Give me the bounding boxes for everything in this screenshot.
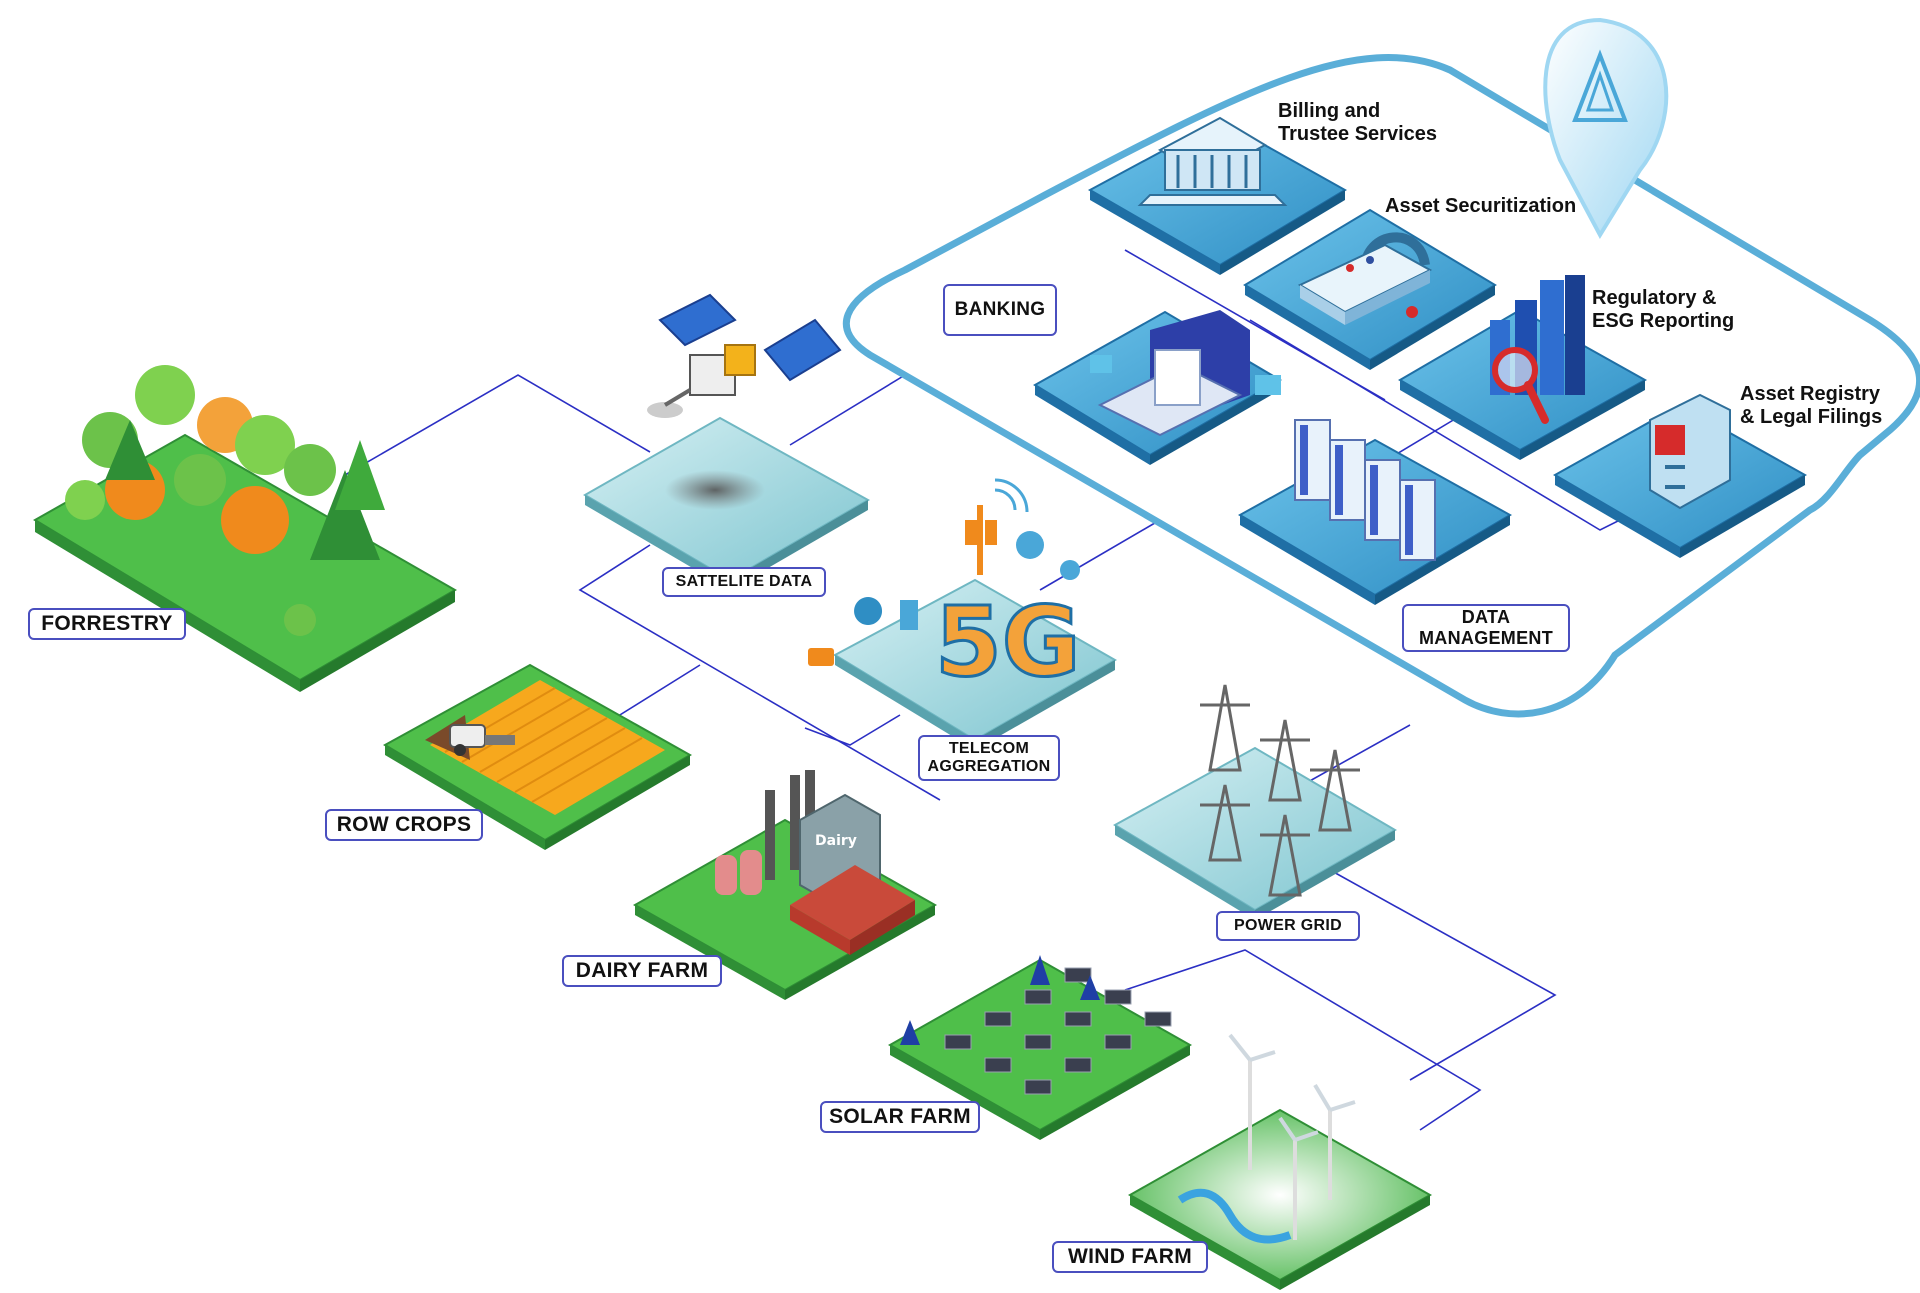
tower-5g-text: 5G xyxy=(935,586,1081,698)
power-grid-label-text: POWER GRID xyxy=(1234,916,1342,934)
bar-chart-magnifier-icon xyxy=(1398,275,1648,460)
laptop-invoice-icon xyxy=(1033,310,1282,465)
satellite-data-label: SATTELITE DATA xyxy=(662,567,826,597)
wind-farm-label-text: WIND FARM xyxy=(1067,1244,1192,1268)
regulatory-esg-caption: Regulatory & ESG Reporting xyxy=(1592,287,1734,333)
asset-registry-caption: Asset Registry & Legal Filings xyxy=(1740,383,1882,429)
harvester-icon xyxy=(449,724,515,756)
satellite-data-label-text: SATTELITE DATA xyxy=(675,572,813,590)
server-rack-icon xyxy=(1237,419,1513,605)
asset-securitization-text: Asset Securitization xyxy=(1385,195,1577,217)
solar-farm-label: SOLAR FARM xyxy=(820,1101,980,1133)
billing-trustee-caption: Billing and Trustee Services xyxy=(1278,100,1437,146)
regulatory-caption-line2: ESG Reporting xyxy=(1592,310,1735,332)
banking-label-text: BANKING xyxy=(954,299,1046,321)
banking-label: BANKING xyxy=(943,284,1057,336)
registry-caption-line1: Asset Registry xyxy=(1740,383,1881,405)
dairy-sign: Dairy xyxy=(815,833,857,849)
cypress-tree-icon xyxy=(900,955,1100,1045)
wind-turbine-icon xyxy=(1228,1033,1356,1240)
registry-caption-line2: & Legal Filings xyxy=(1740,406,1883,428)
row-crops-label-text: ROW CROPS xyxy=(336,812,472,836)
telecom-label-line1: TELECOM xyxy=(948,739,1030,757)
billing-caption-line2: Trustee Services xyxy=(1278,123,1437,145)
connector-lines xyxy=(344,249,1651,1131)
solar-farm-label-text: SOLAR FARM xyxy=(829,1104,971,1128)
satellite-data-tile xyxy=(583,416,871,590)
telecom-aggregation-label: TELECOM AGGREGATION xyxy=(918,735,1060,781)
dairy-farm-label: DAIRY FARM xyxy=(562,955,722,987)
forestry-label-text: FORRESTRY xyxy=(41,611,173,635)
telecom-label-line2: AGGREGATION xyxy=(927,758,1051,775)
row-crops-label: ROW CROPS xyxy=(325,809,483,841)
power-grid-tile xyxy=(1113,746,1397,920)
dairy-factory-icon: Dairy xyxy=(715,770,915,955)
wind-farm-label: WIND FARM xyxy=(1052,1241,1208,1273)
data-management-line2: MANAGEMENT xyxy=(1419,628,1553,648)
padlock-icon xyxy=(1243,208,1497,370)
forestry-tile xyxy=(33,433,457,692)
solar-panel-icon xyxy=(944,967,1172,1095)
asset-securitization-caption: Asset Securitization xyxy=(1385,195,1576,218)
row-crops-tile xyxy=(382,663,693,850)
data-management-line1: DATA xyxy=(1461,607,1511,628)
bank-building-icon xyxy=(1087,116,1347,275)
dairy-farm-label-text: DAIRY FARM xyxy=(575,958,709,982)
tree-icon xyxy=(65,365,385,636)
power-pylon-icon xyxy=(1200,684,1360,897)
satellite-icon xyxy=(647,293,842,418)
location-pin-logo-icon xyxy=(1543,17,1669,240)
regulatory-caption-line1: Regulatory & xyxy=(1592,287,1717,309)
power-grid-label: POWER GRID xyxy=(1216,911,1360,941)
file-cabinet-icon xyxy=(1552,393,1808,558)
5g-tower-icon: 5G xyxy=(808,478,1082,700)
forestry-label: FORRESTRY xyxy=(28,608,186,640)
data-management-label: DATA MANAGEMENT xyxy=(1402,604,1570,652)
banking-platform-outline xyxy=(842,54,1920,718)
billing-caption-line1: Billing and xyxy=(1278,100,1381,122)
